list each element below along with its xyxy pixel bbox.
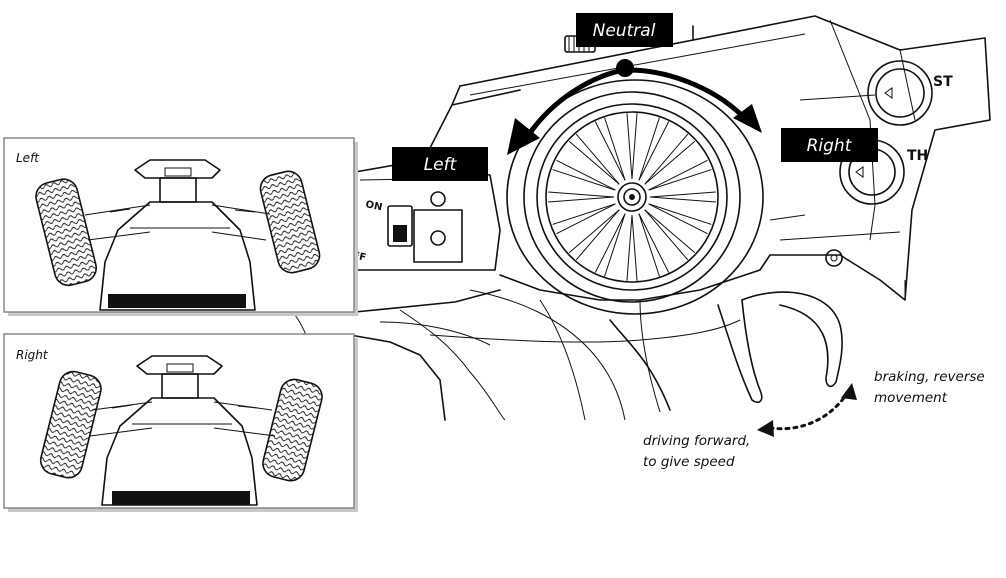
st-knob[interactable]: ST (867, 60, 953, 126)
wheel-spoke (626, 214, 633, 281)
inset-right: Right (3, 333, 358, 512)
forward-note-line2: to give speed (643, 454, 735, 470)
brake-arrow-head-icon (841, 383, 857, 400)
wheel-spoke (648, 203, 708, 235)
wheel-spokes (548, 113, 716, 281)
inset-right-label: Right (16, 348, 49, 362)
right-label-box: Right (781, 128, 878, 162)
wheel-spoke (575, 209, 620, 261)
car-front-right (39, 355, 323, 506)
wheel-spoke (556, 203, 616, 235)
throttle-trigger[interactable] (717, 291, 843, 404)
wheel-spoke (644, 209, 689, 261)
wheel-spoke (556, 159, 616, 191)
wheel-spoke (548, 191, 615, 198)
neutral-label-box: Neutral (576, 13, 673, 47)
left-label: Left (424, 155, 458, 175)
wheel-spoke (594, 213, 626, 273)
right-arc-arrow (627, 67, 750, 124)
wheel-spoke (638, 121, 670, 181)
right-label: Right (807, 136, 853, 156)
knob-th-label: TH (907, 148, 928, 164)
wheel-spoke (644, 140, 696, 185)
steering-direction-arrows (507, 59, 762, 155)
transmitter-body: ON FF (294, 15, 991, 421)
wheel-spoke (575, 133, 620, 185)
wheel-spoke (648, 159, 708, 191)
braking-note-line2: movement (874, 390, 948, 406)
neutral-dot (616, 59, 634, 77)
left-label-box: Left (392, 147, 488, 181)
wheel-spoke (594, 121, 626, 181)
wheel-spoke (604, 117, 626, 181)
wheel-spoke (631, 214, 638, 281)
wheel-spoke (552, 203, 616, 225)
steering-wheel[interactable] (506, 79, 764, 315)
wheel-spoke (638, 117, 660, 181)
trigger-motion-path (768, 390, 850, 431)
car-front-left (35, 159, 321, 311)
wheel-spoke (649, 196, 716, 203)
inset-left-label: Left (16, 151, 40, 165)
knob-st-label: ST (933, 74, 953, 90)
left-arrow-head-icon (507, 118, 540, 155)
wheel-spoke (638, 213, 670, 273)
wheel-spoke (644, 133, 689, 185)
wheel-spoke (649, 191, 716, 198)
wheel-spoke (648, 169, 712, 191)
wheel-spoke (568, 209, 620, 254)
wheel-spoke (648, 203, 712, 225)
neutral-label: Neutral (593, 21, 656, 41)
wheel-spoke (626, 113, 633, 180)
wheel-spoke (631, 113, 638, 180)
forward-note-line1: driving forward, (643, 433, 750, 449)
right-arrow-head-icon (733, 104, 762, 133)
wheel-spoke (548, 196, 615, 203)
wheel-spoke (568, 140, 620, 185)
wheel-spoke (552, 169, 616, 191)
forward-arrow-head-icon (757, 420, 774, 437)
braking-note-line1: braking, reverse (874, 369, 985, 385)
wheel-spoke (604, 213, 626, 277)
switch-on-label: ON (364, 199, 383, 213)
wheel-spoke (638, 213, 660, 277)
wheel-spoke (644, 209, 696, 254)
inset-left: Left (3, 137, 358, 316)
